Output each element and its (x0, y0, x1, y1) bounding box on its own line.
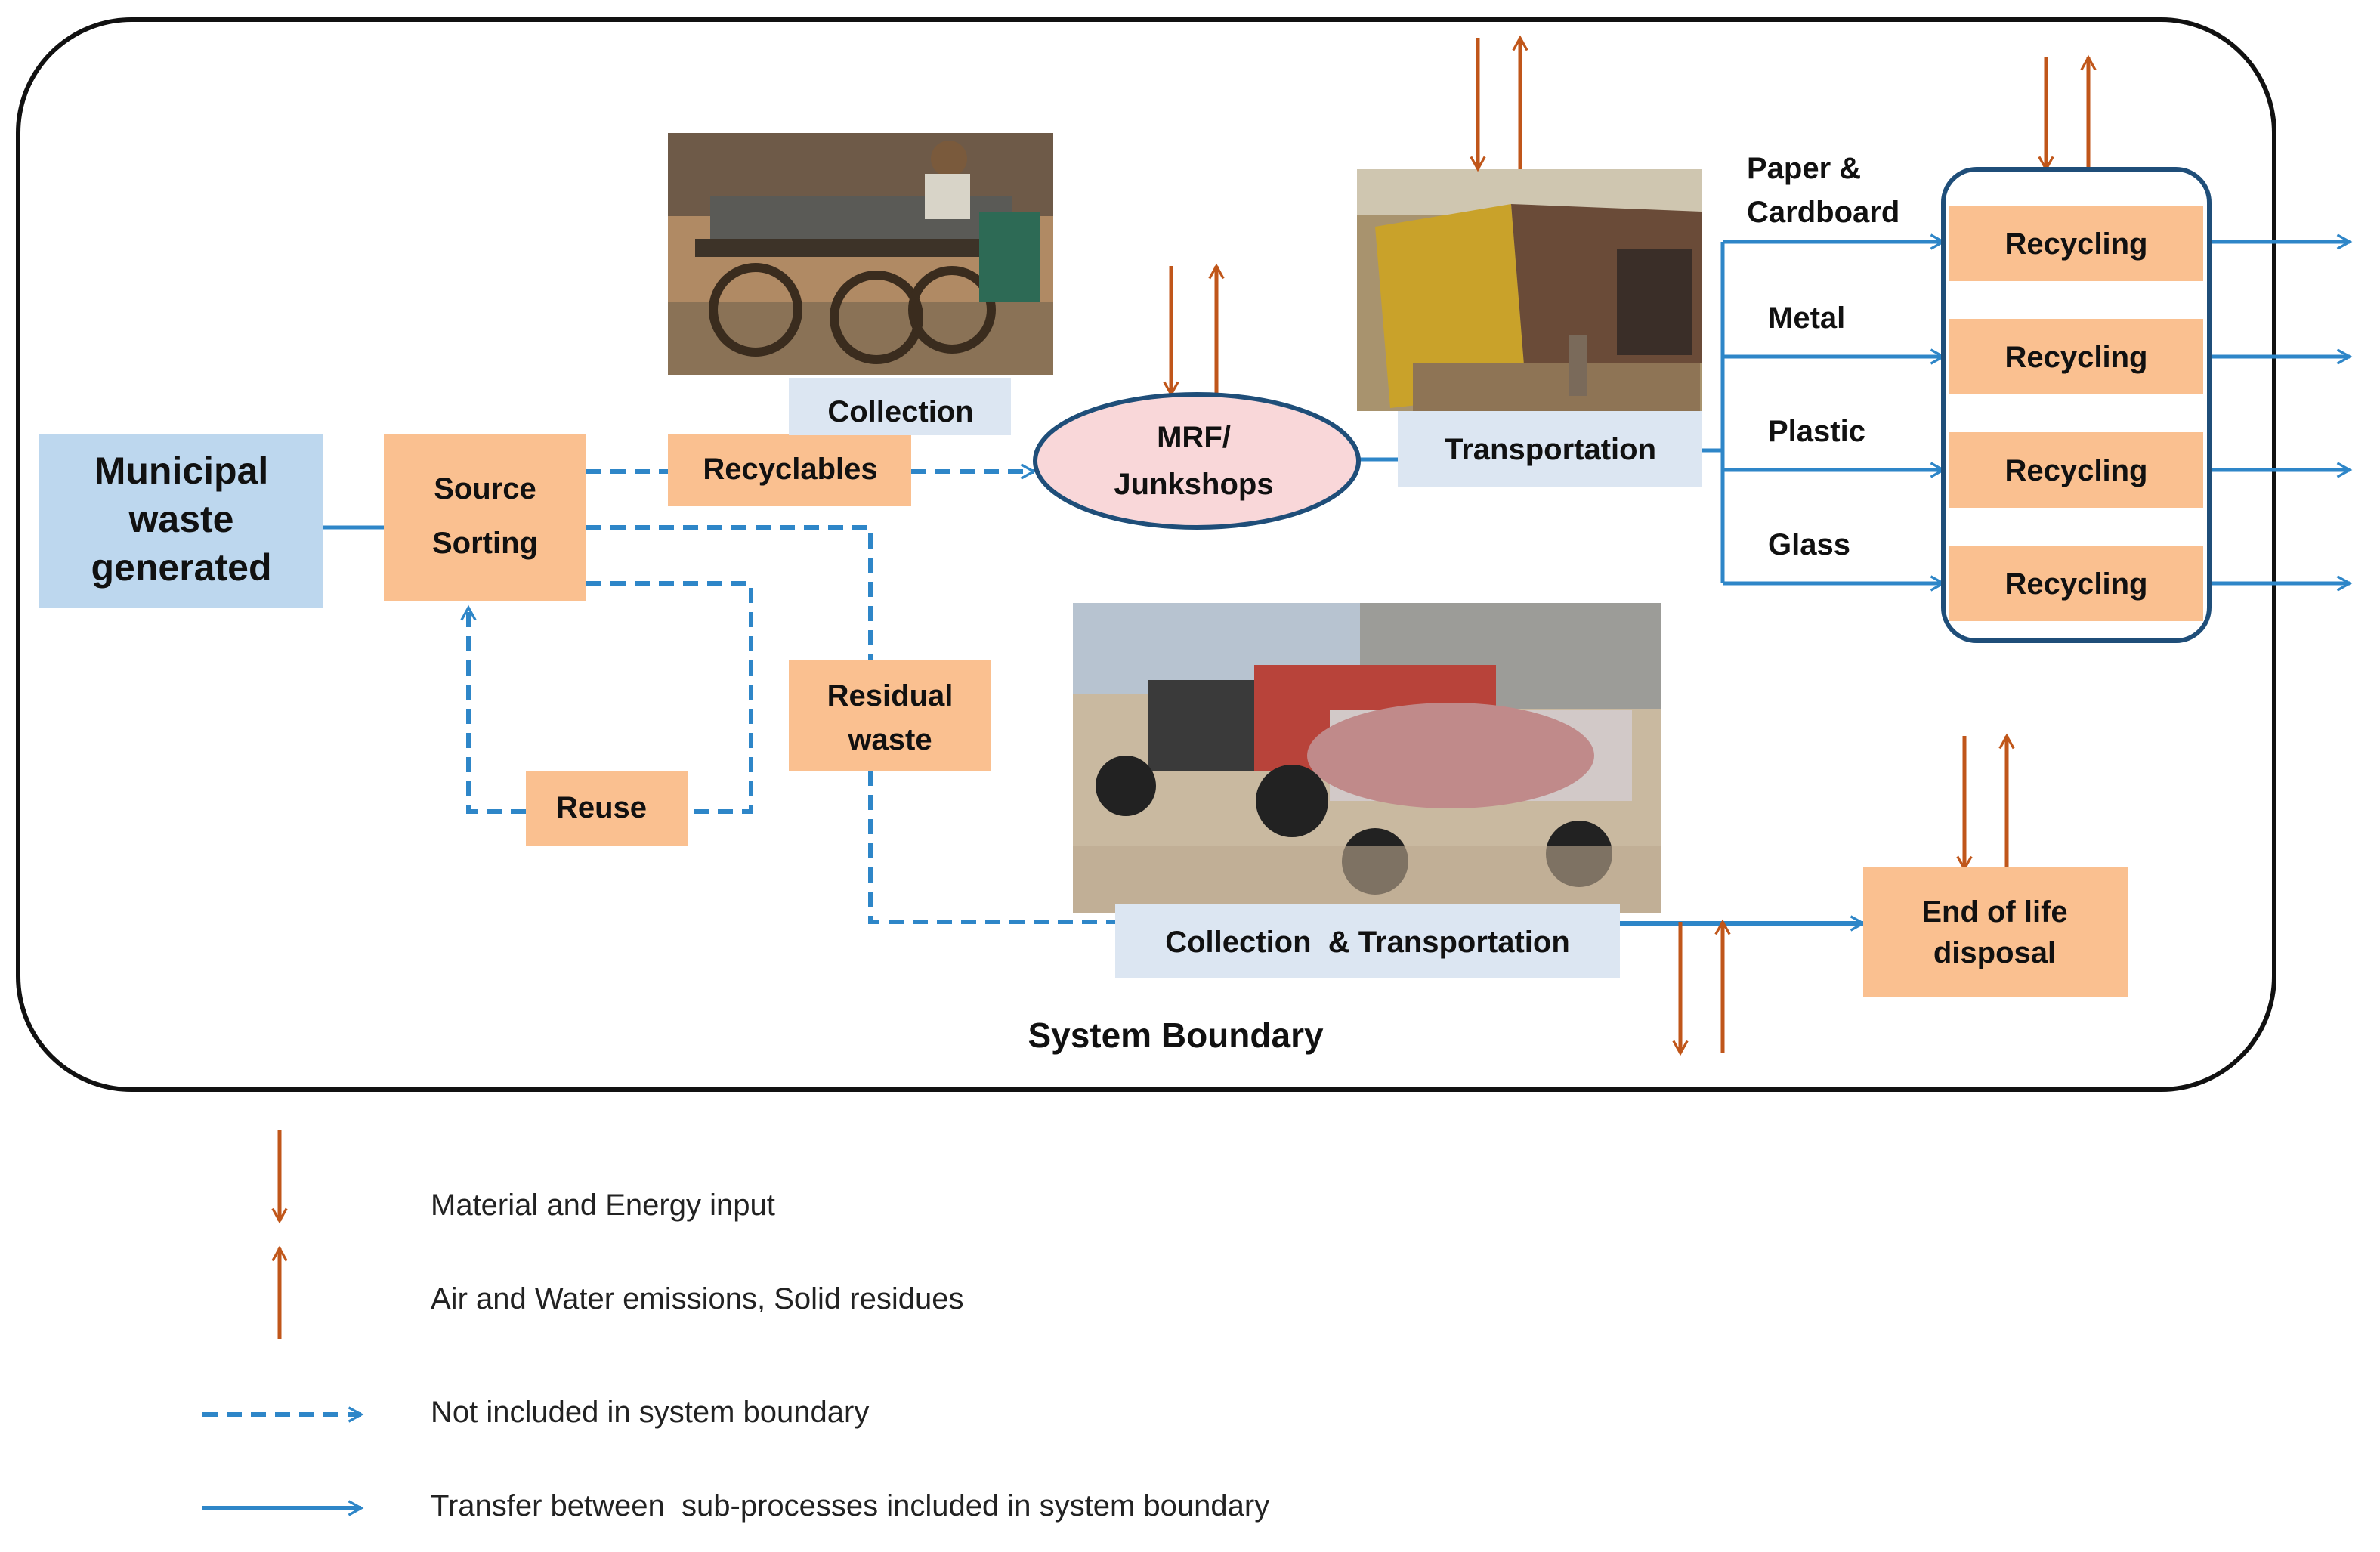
material-label-paper: Paper & (1747, 152, 1861, 185)
residual-waste-line-2: waste (847, 723, 932, 756)
mrf-line-2: Junkshops (1114, 468, 1273, 501)
recyclables-label: Recyclables (703, 453, 877, 486)
recycling-label-4: Recycling (2005, 567, 2148, 601)
collection-label-box: Collection (789, 378, 1011, 435)
municipal-waste-line-2: waste (128, 498, 234, 540)
source-sorting-line-1: Source (434, 472, 536, 505)
material-label-metal: Metal (1768, 301, 1845, 335)
recycling-label-3: Recycling (2005, 454, 2148, 487)
tractor-trailer-photo (1073, 603, 1661, 913)
recycling-label-1: Recycling (2005, 227, 2148, 261)
mrf-line-1: MRF/ (1157, 421, 1231, 454)
recycling-box-3: Recycling (1949, 432, 2203, 508)
collection-cart-photo (668, 133, 1053, 375)
source-sorting-line-2: Sorting (432, 527, 538, 560)
system-boundary-frame (16, 17, 2276, 1092)
municipal-waste-line-1: Municipal (94, 450, 269, 492)
reuse-label: Reuse (556, 791, 647, 824)
transportation-label: Transportation (1445, 433, 1656, 466)
collection-label: Collection (827, 395, 973, 428)
residual-waste-box: Residual waste (789, 660, 991, 771)
recycling-box-2: Recycling (1949, 319, 2203, 394)
dashed-flow-source-to-reuse (586, 581, 753, 814)
recyclables-box: Recyclables (668, 434, 911, 506)
end-of-life-line-1: End of life (1921, 895, 2067, 929)
material-label-glass: Glass (1768, 528, 1850, 561)
recycling-container (1941, 167, 2212, 643)
collection-transportation-label: Collection & Transportation (1165, 926, 1570, 959)
legend-text-input: Material and Energy input (431, 1189, 775, 1222)
system-boundary-label: System Boundary (1028, 1016, 1324, 1055)
mrf-junkshops-ellipse: MRF/ Junkshops (1033, 392, 1361, 530)
transport-truck-photo (1357, 169, 1702, 411)
material-label-cardboard: Cardboard (1747, 196, 1899, 229)
reuse-box: Reuse (526, 771, 688, 846)
dashed-flow-residual-to-collection-transport (868, 771, 1115, 924)
source-sorting-box: Source Sorting (384, 434, 586, 601)
municipal-waste-box: Municipal waste generated (39, 434, 323, 608)
residual-waste-line-1: Residual (827, 679, 954, 713)
legend-text-emissions: Air and Water emissions, Solid residues (431, 1282, 963, 1315)
legend-text-not-included: Not included in system boundary (431, 1396, 869, 1429)
dashed-flow-source-to-residual (586, 525, 873, 660)
recycling-label-2: Recycling (2005, 341, 2148, 374)
recycling-box-1: Recycling (1949, 206, 2203, 281)
municipal-waste-line-3: generated (91, 546, 272, 589)
end-of-life-box: End of life disposal (1863, 867, 2128, 997)
legend-text-transfer: Transfer between sub-processes included … (431, 1489, 1269, 1523)
recycling-box-4: Recycling (1949, 546, 2203, 621)
end-of-life-line-2: disposal (1933, 936, 2056, 969)
transportation-box: Transportation (1398, 411, 1702, 487)
legend: Material and Energy input Air and Water … (202, 1130, 1269, 1523)
material-label-plastic: Plastic (1768, 415, 1865, 448)
collection-transportation-box: Collection & Transportation (1115, 904, 1620, 978)
dashed-flow-reuse-to-source (460, 604, 526, 814)
